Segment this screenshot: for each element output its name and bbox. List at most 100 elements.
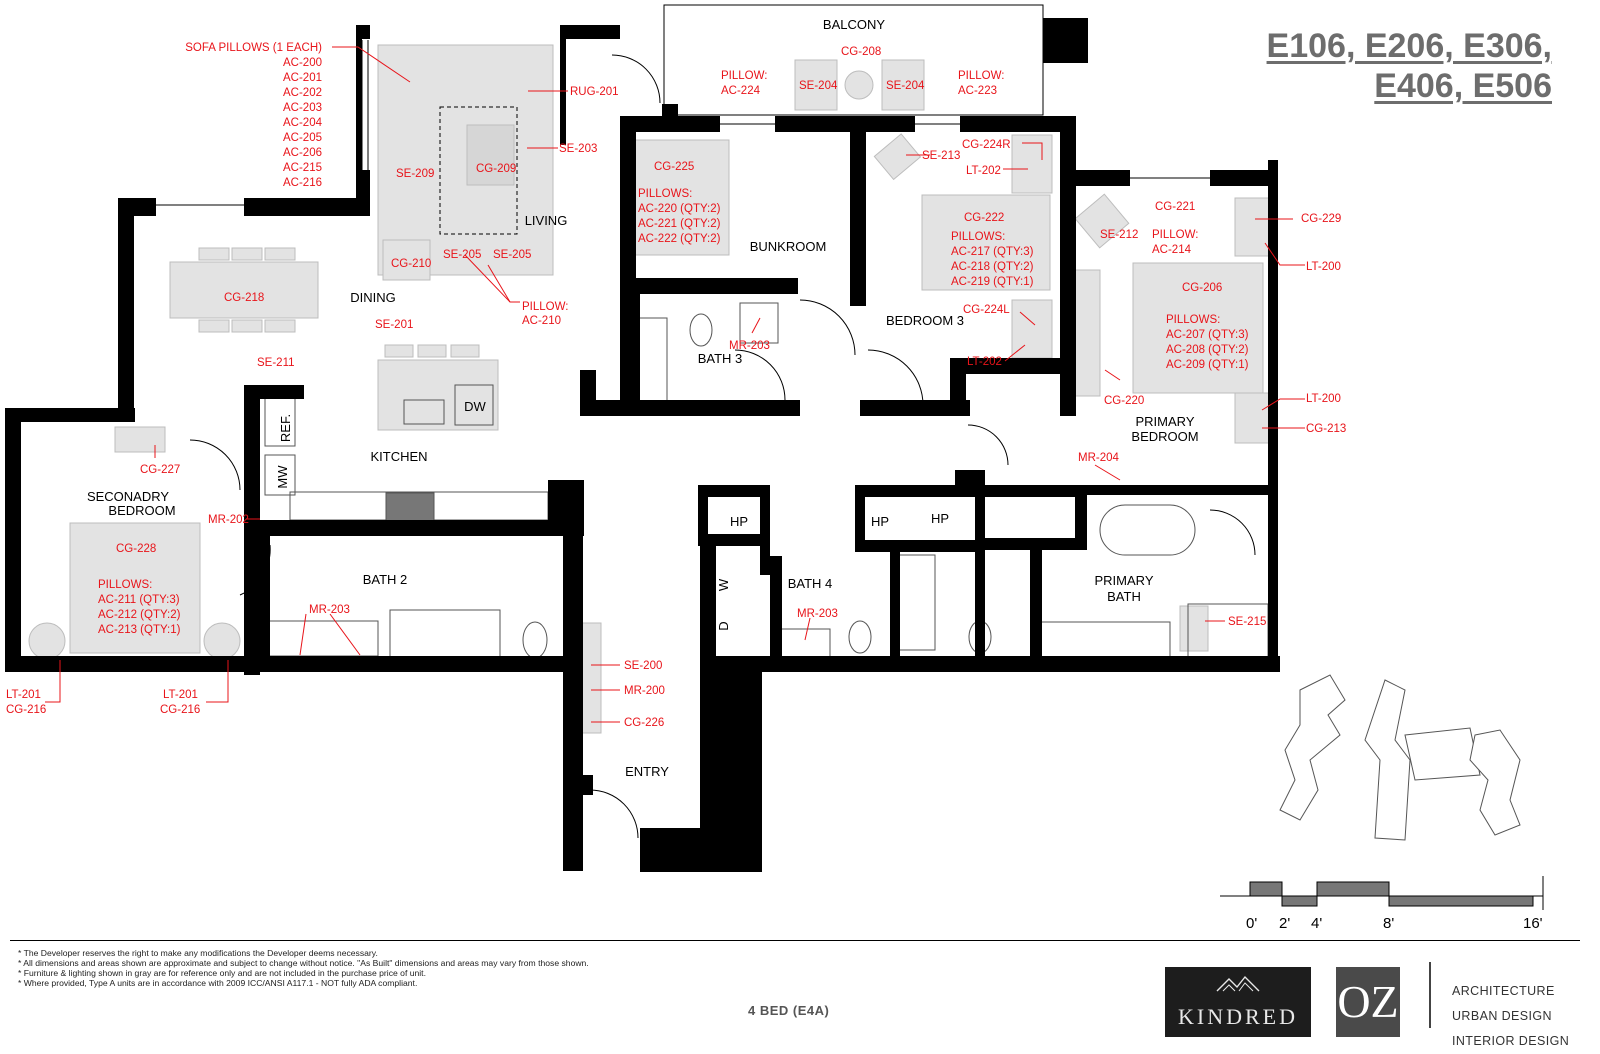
- building-outline: [1279, 674, 1346, 821]
- door-layer: [189, 54, 1256, 839]
- unit-numbers-line-1: E106, E206, E306,: [1266, 27, 1552, 65]
- tag: AC-223: [958, 85, 997, 97]
- tag: MR-204: [1078, 452, 1120, 464]
- tag: PILLOW:: [958, 70, 1004, 82]
- room-label-dining: DINING: [350, 290, 396, 305]
- armchair-cg210: [382, 239, 431, 281]
- wall: [5, 656, 565, 672]
- wall: [1085, 485, 1268, 495]
- wall: [698, 485, 708, 545]
- room-label-balcony: BALCONY: [823, 17, 885, 32]
- dining-chair: [264, 319, 296, 333]
- scale-tick-label: 16': [1523, 915, 1543, 932]
- tag: AC-207 (QTY:3): [1166, 329, 1249, 341]
- tag: AC-222 (QTY:2): [638, 233, 721, 245]
- secondary-lamp-right: [203, 622, 241, 660]
- leader-line: [1004, 344, 1026, 362]
- wall: [1210, 170, 1278, 186]
- scale-segment: [1281, 895, 1318, 907]
- scale-tick-label: 2': [1279, 915, 1290, 932]
- wall: [244, 198, 370, 216]
- bedroom3-nightstand: [1011, 299, 1053, 359]
- room-label-bath2: BATH 2: [363, 572, 408, 587]
- fixture-labels: REF. MW DW HP HP HP W D: [275, 399, 949, 631]
- bath4-shower: [894, 554, 936, 651]
- tag: AC-218 (QTY:2): [951, 261, 1034, 273]
- wall: [855, 485, 865, 545]
- tag: MR-203: [309, 604, 350, 616]
- tag: PILLOWS:: [638, 188, 692, 200]
- primary-tub: [1099, 504, 1196, 556]
- coffee-table: [466, 124, 515, 186]
- unit-type-label: 4 BED (E4A): [748, 1003, 830, 1018]
- dining-chair: [198, 319, 230, 333]
- wall: [1043, 18, 1088, 63]
- tag: AC-217 (QTY:3): [951, 246, 1034, 258]
- tag: CG-209: [476, 163, 516, 175]
- tag: AC-210: [522, 315, 561, 327]
- room-label-primary-bedroom-1: PRIMARY: [1136, 414, 1195, 429]
- leader-lines: [45, 46, 1305, 723]
- oz-logo: OZ: [1336, 967, 1400, 1037]
- wall: [855, 540, 985, 552]
- scale-tick-label: 4': [1311, 915, 1322, 932]
- tag: LT-202: [967, 356, 1002, 368]
- window-layer: [7, 4, 1210, 620]
- wall: [1060, 170, 1130, 186]
- leader-line: [1094, 464, 1121, 481]
- wall: [950, 358, 1060, 374]
- tag: AC-219 (QTY:1): [951, 276, 1034, 288]
- tag: CG-208: [841, 46, 881, 58]
- tag: LT-201: [6, 689, 41, 701]
- fixture-label-washer: W: [716, 578, 731, 591]
- wall: [698, 534, 768, 546]
- tag: AC-212 (QTY:2): [98, 609, 181, 621]
- door-swing: [189, 439, 241, 491]
- leader-line: [329, 613, 361, 656]
- logo-divider: [1429, 962, 1431, 1028]
- tag: PILLOW:: [721, 70, 767, 82]
- tag: CG-227: [140, 464, 180, 476]
- scale-tick-label: 8': [1383, 915, 1394, 932]
- room-label-primary-bath-2: BATH: [1107, 589, 1141, 604]
- wall: [1268, 160, 1278, 670]
- tag: SE-200: [624, 660, 662, 672]
- fixture-label-hp: HP: [730, 514, 748, 529]
- wall: [985, 485, 1085, 497]
- item-tags: SOFA PILLOWS (1 EACH) AC-200 AC-201 AC-2…: [6, 42, 1346, 729]
- room-label-living: LIVING: [525, 213, 568, 228]
- wall: [1075, 485, 1087, 550]
- tag: PILLOWS:: [1166, 314, 1220, 326]
- wall: [563, 536, 583, 871]
- primary-shower-bench: [1179, 605, 1209, 652]
- sofa: [377, 44, 554, 276]
- unit-numbers-line-2: E406, E506: [1374, 67, 1552, 105]
- tag: CG-220: [1104, 395, 1144, 407]
- tag: CG-218: [224, 292, 264, 304]
- firm-service: INTERIOR DESIGN: [1452, 1034, 1570, 1048]
- dishwasher: [454, 384, 494, 426]
- tag: CG-213: [1306, 423, 1346, 435]
- tag-rug: RUG-201: [570, 86, 619, 98]
- tag: AC-209 (QTY:1): [1166, 359, 1249, 371]
- primary-nightstand: [1234, 392, 1274, 444]
- wall: [775, 116, 915, 132]
- tag: SE-205: [493, 249, 531, 261]
- wall-layer: [5, 18, 1280, 872]
- building-outline: [1404, 727, 1481, 781]
- fixture-label-hp: HP: [871, 514, 889, 529]
- tag: PILLOWS:: [98, 579, 152, 591]
- tag: CG-210: [391, 258, 431, 270]
- leader-line: [45, 660, 61, 703]
- tag: SE-204: [886, 80, 925, 92]
- building-outline: [1469, 729, 1521, 836]
- tag: CG-229: [1301, 213, 1341, 225]
- bath2-vanity: [267, 620, 379, 657]
- room-label-primary-bath-1: PRIMARY: [1095, 573, 1154, 588]
- tag: LT-200: [1306, 261, 1341, 273]
- tag: SE-205: [443, 249, 481, 261]
- tag: SE-203: [559, 143, 597, 155]
- wall: [860, 400, 970, 416]
- door-swing: [799, 299, 856, 356]
- wall: [118, 198, 134, 408]
